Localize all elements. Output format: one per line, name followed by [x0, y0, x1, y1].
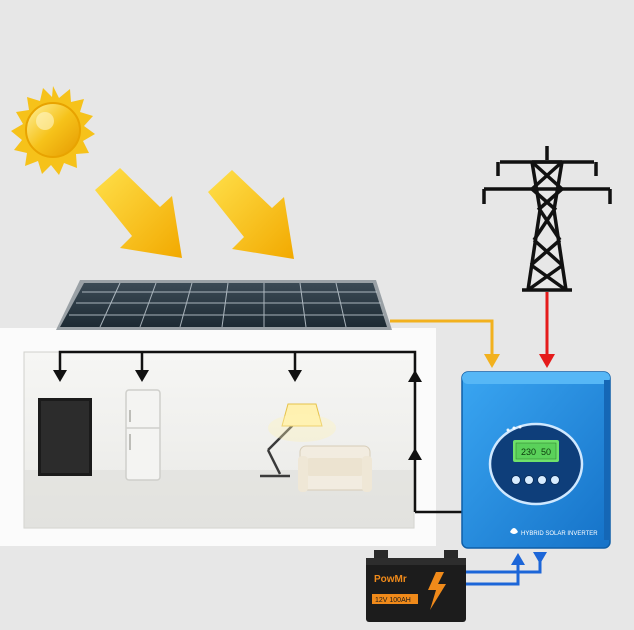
inverter-button-2[interactable]	[525, 476, 534, 485]
inverter-icon: 230 50 HYBRID SOLAR INVERTER	[462, 372, 610, 548]
sun-icon	[11, 86, 95, 175]
sunlight-arrow-right	[208, 170, 294, 259]
inverter-button-3[interactable]	[538, 476, 547, 485]
power-pylon-icon	[484, 146, 610, 290]
inverter-button-1[interactable]	[512, 476, 521, 485]
inverter-label: HYBRID SOLAR INVERTER	[521, 531, 598, 537]
inverter-lcd-line2: 50	[541, 447, 551, 457]
refrigerator-icon	[126, 390, 160, 480]
sunlight-arrow-left	[95, 168, 182, 258]
solar-panel-icon	[56, 280, 392, 330]
tv-icon	[38, 398, 92, 476]
battery-power-lines	[466, 556, 540, 584]
inverter-button-4[interactable]	[551, 476, 560, 485]
sofa-icon	[298, 446, 372, 492]
battery-line-arrows	[511, 552, 547, 565]
solar-line-arrowhead	[484, 354, 500, 368]
inverter-lcd-line1: 230	[521, 447, 536, 457]
battery-spec: 12V 100AH	[375, 597, 411, 604]
battery-brand: PowMr	[374, 574, 407, 585]
battery-icon: PowMr 12V 100AH	[366, 550, 466, 622]
grid-power-line	[539, 292, 555, 368]
